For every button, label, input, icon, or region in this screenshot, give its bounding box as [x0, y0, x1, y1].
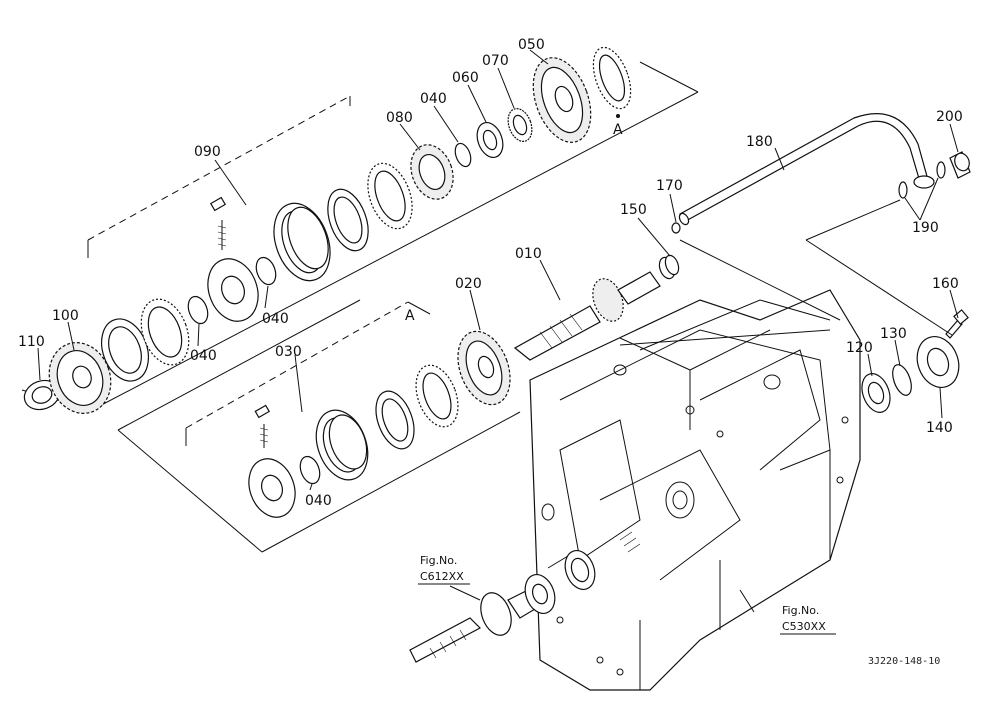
callout-labels: 010 020 030 040 040 040 040 050 060 070 … — [18, 37, 963, 509]
callout-050[interactable]: 050 — [518, 37, 545, 53]
callout-060[interactable]: 060 — [452, 70, 479, 86]
part-upper-synchro-ring-2[interactable] — [360, 157, 421, 235]
callout-090[interactable]: 090 — [194, 144, 221, 160]
part-200-banjo-bolt[interactable] — [949, 151, 972, 179]
part-170-o-ring[interactable] — [671, 222, 681, 234]
part-upper-sleeve[interactable] — [264, 196, 340, 289]
part-110-bearing[interactable] — [20, 376, 63, 415]
callout-180[interactable]: 180 — [746, 134, 773, 150]
part-lower-hub[interactable] — [241, 404, 303, 523]
callout-200[interactable]: 200 — [936, 109, 963, 125]
part-050-gear[interactable] — [523, 50, 602, 150]
callout-010[interactable]: 010 — [515, 246, 542, 262]
drawing-number: 3J220-148-10 — [868, 656, 940, 667]
fig-left-code[interactable]: C612XX — [420, 570, 464, 583]
callout-120[interactable]: 120 — [846, 340, 873, 356]
fig-left-title: Fig.No. — [420, 554, 457, 567]
part-180-oil-pipe[interactable] — [678, 113, 935, 227]
callout-150[interactable]: 150 — [620, 202, 647, 218]
callout-040-c[interactable]: 040 — [305, 493, 332, 509]
callout-080[interactable]: 080 — [386, 110, 413, 126]
callout-070[interactable]: 070 — [482, 53, 509, 69]
part-140-bearing-cover[interactable] — [910, 331, 965, 394]
callout-040-a[interactable]: 040 — [262, 311, 289, 327]
callout-160[interactable]: 160 — [932, 276, 959, 292]
part-130-circlip[interactable] — [889, 362, 915, 398]
part-150-snap-ring[interactable] — [663, 254, 681, 277]
callout-190[interactable]: 190 — [912, 220, 939, 236]
callout-020[interactable]: 020 — [455, 276, 482, 292]
input-shaft-assembly — [409, 531, 641, 663]
part-060-collar[interactable] — [473, 119, 508, 161]
part-040-circlip-c[interactable] — [452, 141, 473, 168]
part-upper-ring-1[interactable] — [93, 312, 156, 387]
callout-leader-lines — [37, 49, 959, 613]
fig-right-title: Fig.No. — [782, 604, 819, 617]
marker-a-lower: A — [405, 308, 415, 324]
transmission-case — [529, 289, 861, 691]
part-070-needle-bearing[interactable] — [504, 105, 536, 144]
callout-040-b[interactable]: 040 — [190, 348, 217, 364]
callout-140[interactable]: 140 — [926, 420, 953, 436]
figure-reference-right[interactable]: Fig.No. C530XX — [780, 604, 836, 635]
part-100-gear[interactable] — [39, 334, 120, 422]
part-upper-synchro-ring[interactable] — [133, 293, 198, 372]
part-upper-hub[interactable] — [200, 196, 267, 329]
callout-110[interactable]: 110 — [18, 334, 45, 350]
part-020-gear[interactable] — [448, 324, 519, 412]
part-040-circlip-d[interactable] — [297, 454, 323, 486]
part-040-circlip-b[interactable] — [253, 255, 279, 287]
part-080-gear[interactable] — [404, 139, 461, 205]
callout-170[interactable]: 170 — [656, 178, 683, 194]
part-upper-synchro-ring-3[interactable] — [586, 42, 638, 113]
callout-030[interactable]: 030 — [275, 344, 302, 360]
callout-130[interactable]: 130 — [880, 326, 907, 342]
part-190-seal-washers[interactable] — [898, 161, 946, 199]
marker-a-upper: A — [613, 122, 623, 138]
callout-100[interactable]: 100 — [52, 308, 79, 324]
callout-040-d[interactable]: 040 — [420, 91, 447, 107]
part-lower-synchro-ring[interactable] — [408, 359, 466, 432]
lower-assembly-bracket — [117, 299, 521, 553]
part-040-circlip-a[interactable] — [185, 294, 211, 326]
assembly-leader-lines — [619, 199, 953, 346]
part-upper-ring-2[interactable] — [320, 184, 376, 256]
figure-reference-left[interactable]: Fig.No. C612XX — [418, 554, 470, 585]
marker-a-upper-dot — [616, 114, 620, 118]
part-030-sleeve[interactable] — [307, 403, 377, 487]
part-lower-ring[interactable] — [369, 386, 421, 454]
fig-right-code[interactable]: C530XX — [782, 620, 826, 633]
part-120-bearing[interactable] — [857, 370, 895, 416]
